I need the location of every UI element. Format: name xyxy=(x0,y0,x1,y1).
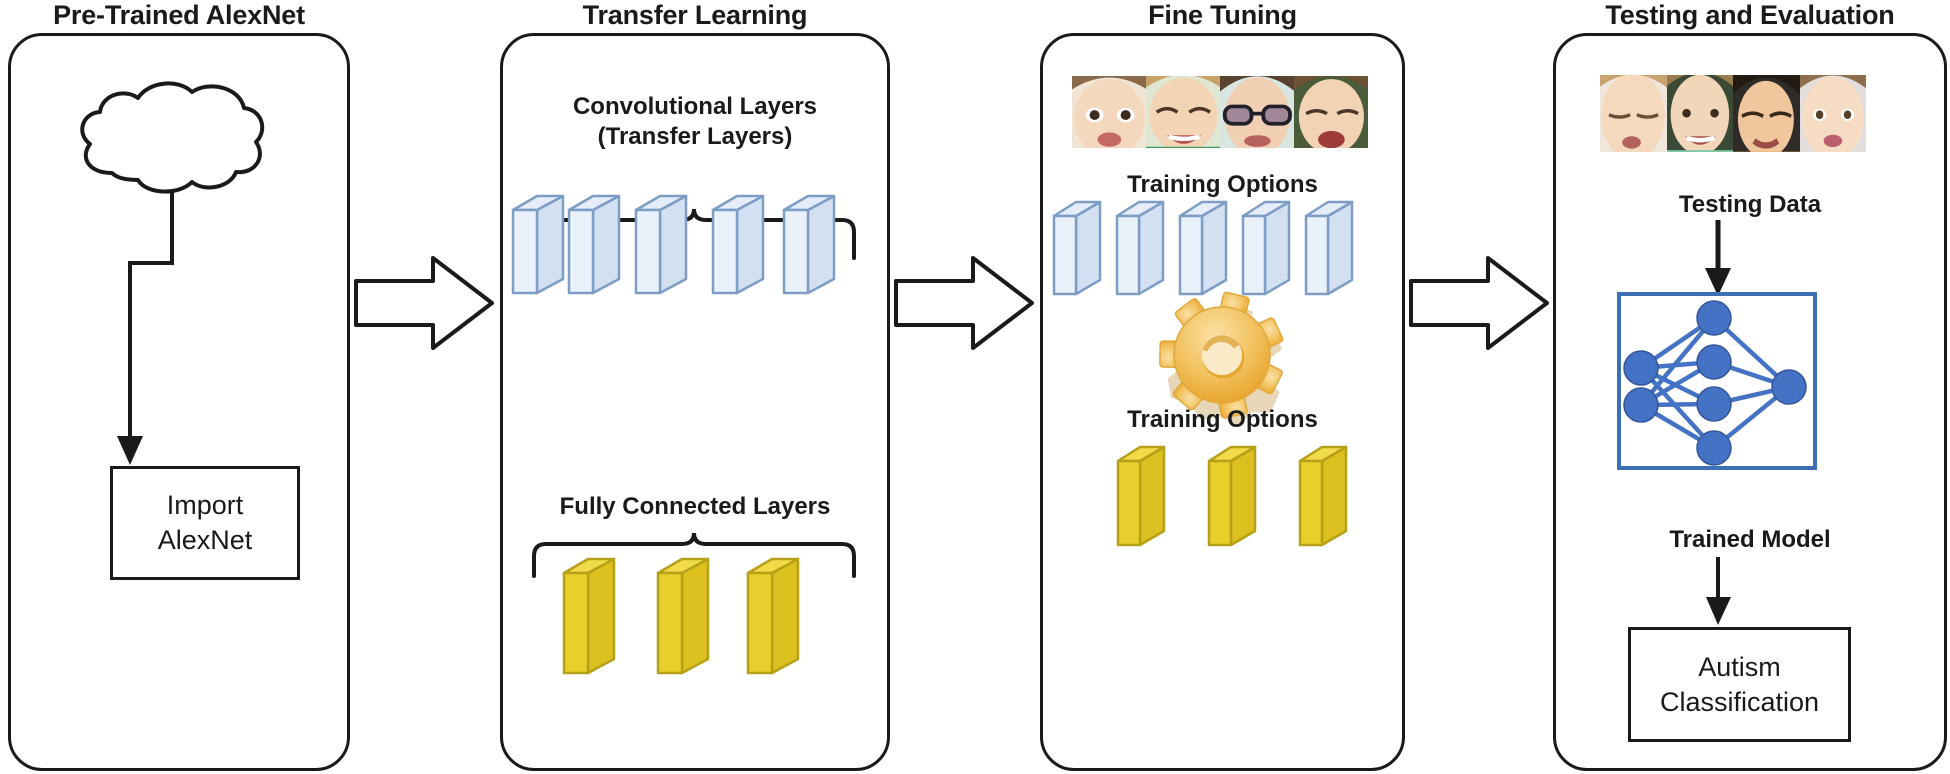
conv-label-line1: Convolutional Layers xyxy=(572,93,818,120)
import-alexnet-line2: AlexNet xyxy=(157,525,253,555)
testing-data-face-strip xyxy=(1600,75,1866,152)
convolutional-layers-label: Convolutional Layers (Transfer Layers) xyxy=(500,92,890,152)
stage-title-transfer-learning: Transfer Learning xyxy=(582,0,808,30)
autism-classification-line1: Autism xyxy=(1698,651,1781,682)
block-arrow-2-3 xyxy=(894,256,1034,350)
import-alexnet-box: Import AlexNet xyxy=(110,466,300,580)
stage-title-pretrained-alexnet: Pre-Trained AlexNet xyxy=(53,0,305,30)
stage-title-testing-and-evaluation: Testing and Evaluation xyxy=(1605,0,1895,30)
testing-data-label: Testing Data xyxy=(1678,191,1822,218)
face-thumbnail xyxy=(1146,76,1220,148)
block-arrow-3-4 xyxy=(1409,256,1549,350)
face-thumbnail xyxy=(1294,76,1368,148)
autism-classification-line2: Classification xyxy=(1659,686,1820,717)
block-arrow-1-2 xyxy=(354,256,494,350)
stage-title-fine-tuning: Fine Tuning xyxy=(1148,0,1297,30)
neural-network-box xyxy=(1617,292,1817,470)
fully-connected-layers-label: Fully Connected Layers xyxy=(559,493,831,520)
face-thumbnail-with-glasses xyxy=(1220,76,1294,148)
panel-pretrained-alexnet xyxy=(8,33,350,771)
training-options-label-bottom: Training Options xyxy=(1127,406,1318,433)
face-thumbnail xyxy=(1072,76,1146,148)
conv-label-line2: (Transfer Layers) xyxy=(597,123,793,150)
autism-classification-text: Autism Classification xyxy=(1631,650,1848,719)
face-thumbnail xyxy=(1600,75,1667,152)
face-thumbnail xyxy=(1733,75,1800,152)
training-data-face-strip xyxy=(1072,76,1368,148)
import-alexnet-line1: Import xyxy=(166,490,244,521)
trained-model-label: Trained Model xyxy=(1669,526,1831,553)
training-options-label-top: Training Options xyxy=(1127,171,1318,198)
autism-classification-box: Autism Classification xyxy=(1628,627,1851,742)
face-thumbnail xyxy=(1799,75,1866,152)
import-alexnet-text: Import AlexNet xyxy=(113,488,297,557)
face-thumbnail xyxy=(1666,75,1733,152)
